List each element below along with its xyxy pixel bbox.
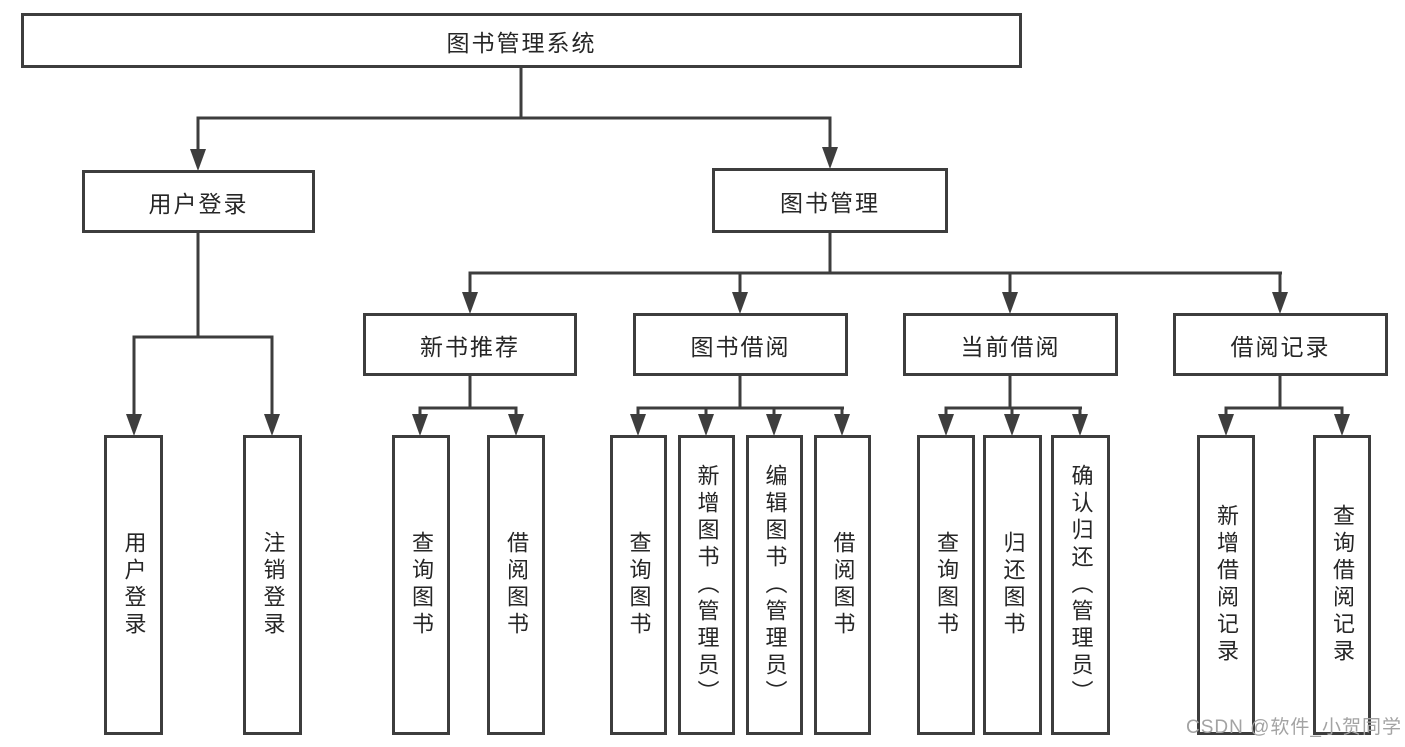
arrowheads bbox=[126, 147, 1350, 436]
leaf-query-borrow-record: 查询借阅记录 bbox=[1313, 435, 1371, 735]
node-borrow-record: 借阅记录 bbox=[1173, 313, 1388, 376]
leaf-edit-book-admin-label: 编辑图书（管理员） bbox=[762, 463, 788, 707]
leaf-query-book-c-label: 查询图书 bbox=[934, 531, 959, 639]
node-user-login: 用户登录 bbox=[82, 170, 315, 233]
node-current-borrow-label: 当前借阅 bbox=[960, 333, 1061, 360]
connector-current-borrow-to-leaves bbox=[944, 376, 1082, 417]
connector-borrow-record-to-leaves bbox=[1224, 376, 1344, 417]
leaf-query-book-a: 查询图书 bbox=[392, 435, 450, 735]
leaf-user-login-label: 用户登录 bbox=[121, 531, 147, 639]
leaf-return-book: 归还图书 bbox=[983, 435, 1042, 735]
leaf-logout-label: 注销登录 bbox=[260, 531, 286, 639]
leaf-add-book-admin: 新增图书（管理员） bbox=[678, 435, 735, 735]
leaf-add-borrow-record: 新增借阅记录 bbox=[1197, 435, 1255, 735]
leaf-add-borrow-record-label: 新增借阅记录 bbox=[1214, 504, 1239, 666]
leaf-edit-book-admin: 编辑图书（管理员） bbox=[746, 435, 803, 735]
node-book-borrow-label: 图书借阅 bbox=[690, 333, 791, 360]
leaf-query-book-b-label: 查询图书 bbox=[626, 531, 652, 639]
connector-new-book-to-leaves bbox=[418, 376, 518, 417]
leaf-borrow-book-b: 借阅图书 bbox=[814, 435, 871, 735]
leaf-query-book-b: 查询图书 bbox=[610, 435, 667, 735]
node-root-label: 图书管理系统 bbox=[446, 29, 597, 56]
leaf-query-book-a-label: 查询图书 bbox=[409, 531, 434, 639]
connector-root-to-level2 bbox=[196, 68, 832, 152]
csdn-watermark: CSDN @软件_小贺同学 bbox=[1186, 717, 1402, 738]
node-new-book-rec-label: 新书推荐 bbox=[420, 333, 520, 360]
node-book-mgmt-label: 图书管理 bbox=[780, 189, 880, 216]
leaf-borrow-book-a-label: 借阅图书 bbox=[504, 531, 529, 639]
node-book-mgmt: 图书管理 bbox=[712, 168, 948, 233]
connector-user-login-to-leaves bbox=[132, 233, 274, 417]
leaf-user-login: 用户登录 bbox=[104, 435, 163, 735]
node-root: 图书管理系统 bbox=[21, 13, 1022, 68]
connector-book-borrow-to-leaves bbox=[636, 376, 844, 417]
connector-book-mgmt-to-level3 bbox=[468, 233, 1282, 295]
leaf-borrow-book-b-label: 借阅图书 bbox=[830, 531, 856, 639]
leaf-query-book-c: 查询图书 bbox=[917, 435, 975, 735]
node-user-login-label: 用户登录 bbox=[148, 190, 249, 217]
leaf-borrow-book-a: 借阅图书 bbox=[487, 435, 545, 735]
node-book-borrow: 图书借阅 bbox=[633, 313, 848, 376]
leaf-logout: 注销登录 bbox=[243, 435, 302, 735]
node-new-book-rec: 新书推荐 bbox=[363, 313, 577, 376]
node-borrow-record-label: 借阅记录 bbox=[1230, 333, 1331, 360]
leaf-query-borrow-record-label: 查询借阅记录 bbox=[1330, 504, 1355, 666]
node-current-borrow: 当前借阅 bbox=[903, 313, 1118, 376]
leaf-confirm-return-admin-label: 确认归还（管理员） bbox=[1068, 463, 1094, 707]
leaf-return-book-label: 归还图书 bbox=[1000, 531, 1026, 639]
leaf-confirm-return-admin: 确认归还（管理员） bbox=[1051, 435, 1110, 735]
leaf-add-book-admin-label: 新增图书（管理员） bbox=[694, 463, 720, 707]
